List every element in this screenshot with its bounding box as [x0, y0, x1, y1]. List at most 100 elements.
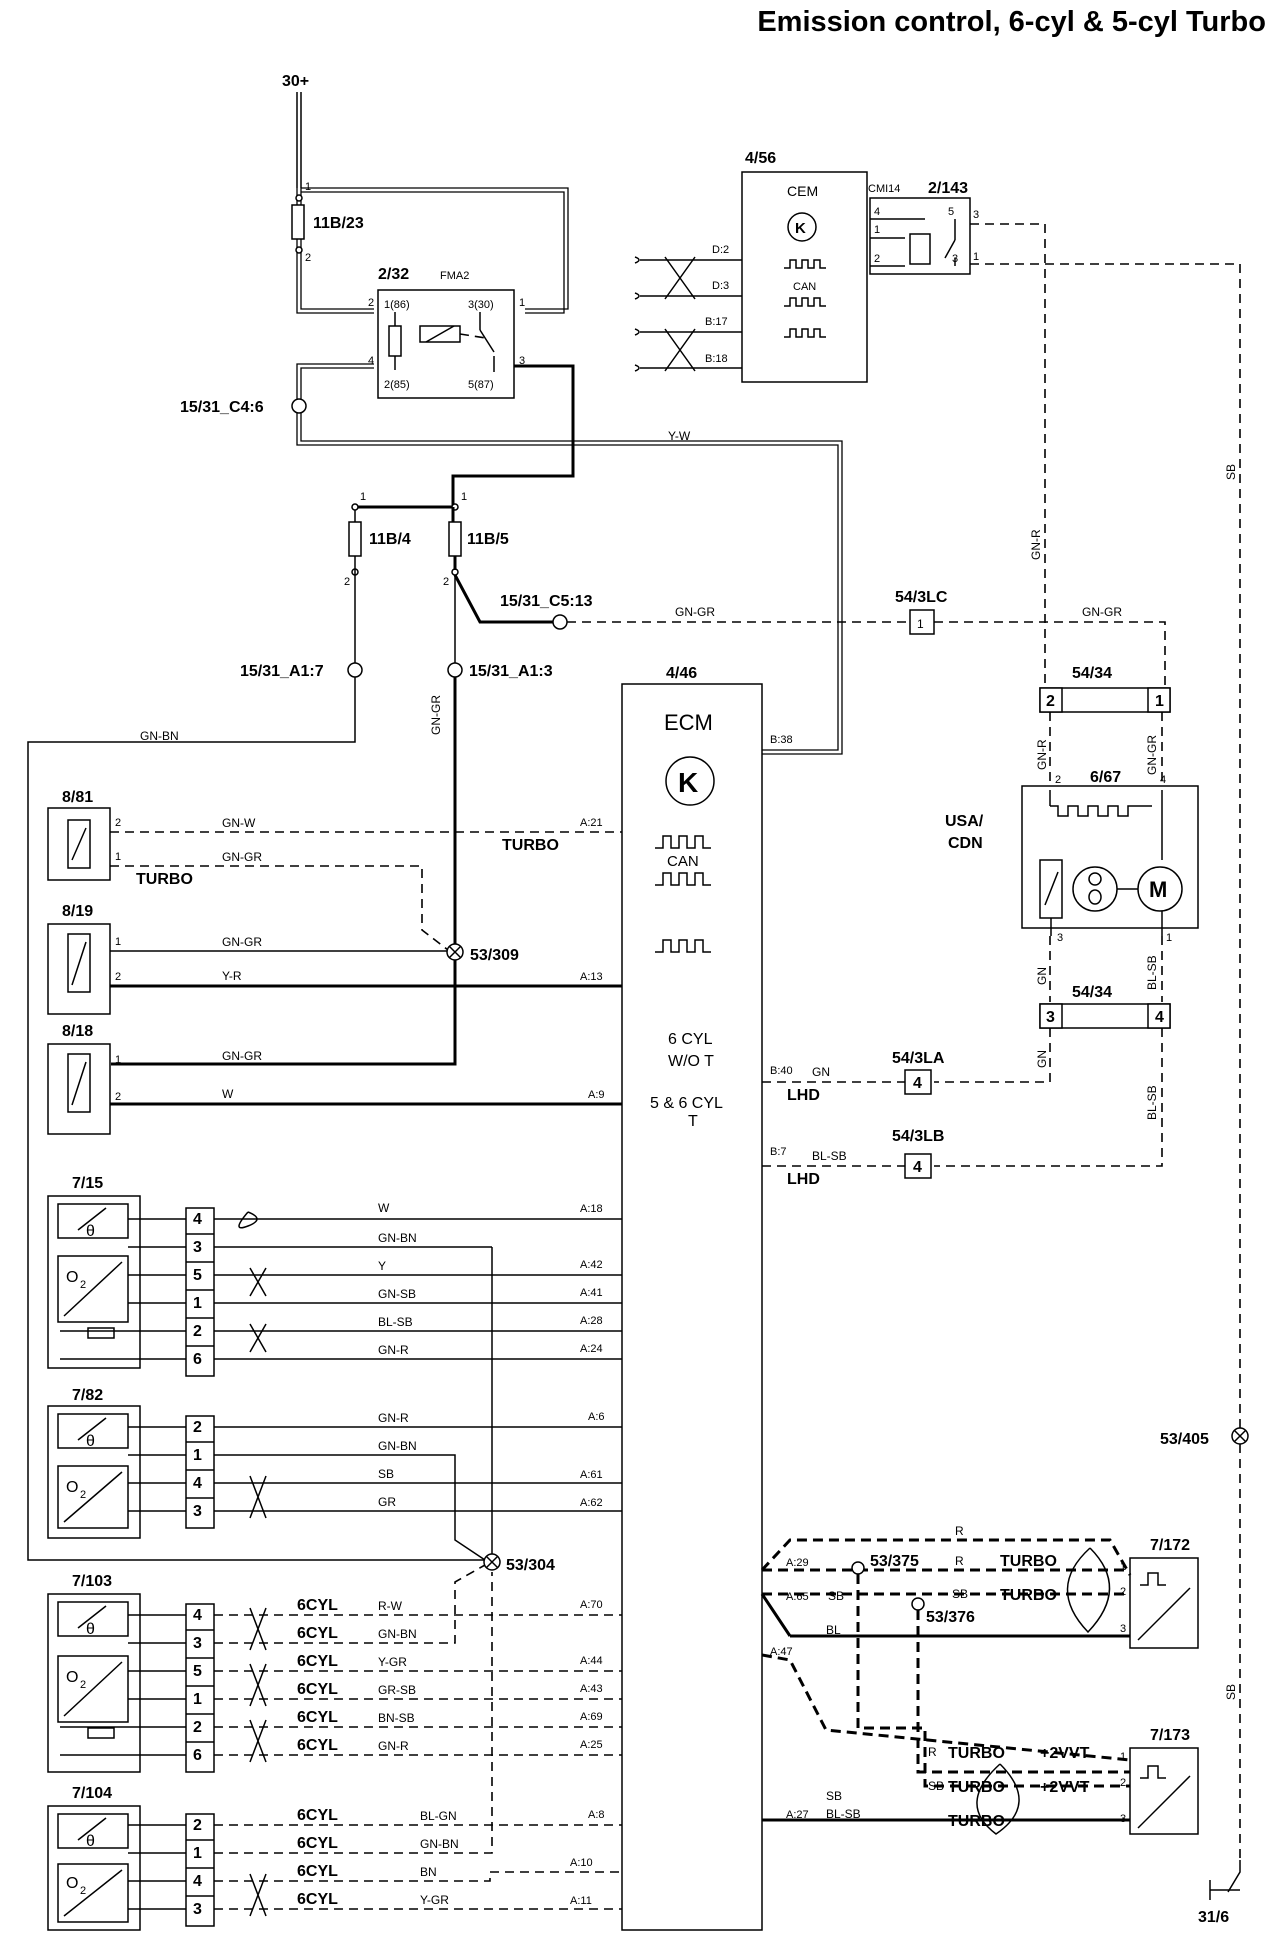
svg-text:7/173: 7/173 — [1150, 1727, 1190, 1744]
svg-text:R: R — [955, 1524, 964, 1538]
svg-text:TURBO: TURBO — [136, 871, 193, 888]
svg-text:GN-BN: GN-BN — [140, 729, 179, 743]
svg-text:4: 4 — [1160, 774, 1166, 786]
svg-text:A:11: A:11 — [570, 1895, 592, 1907]
svg-text:TURBO: TURBO — [1000, 1553, 1057, 1570]
conn-54-34-upper: 54/34 2 1 GN-R GN-GR — [1035, 665, 1171, 790]
svg-text:15/31_A1:3: 15/31_A1:3 — [469, 663, 553, 680]
svg-text:GR: GR — [378, 1495, 396, 1509]
svg-text:4: 4 — [913, 1075, 922, 1092]
splice-53-304: 53/304 — [483, 1553, 555, 1574]
svg-text:W: W — [378, 1201, 390, 1215]
svg-text:SB: SB — [826, 1789, 842, 1803]
svg-text:ECM: ECM — [664, 710, 713, 735]
svg-text:A:44: A:44 — [580, 1655, 603, 1667]
svg-text:CEM: CEM — [787, 183, 818, 199]
svg-text:2: 2 — [80, 1489, 86, 1501]
svg-text:A:27: A:27 — [786, 1809, 809, 1821]
svg-text:15/31_C5:13: 15/31_C5:13 — [500, 593, 593, 610]
svg-text:A:18: A:18 — [580, 1203, 603, 1215]
svg-text:6CYL: 6CYL — [297, 1891, 338, 1908]
svg-text:1: 1 — [193, 1845, 202, 1862]
svg-text:4: 4 — [1155, 1009, 1164, 1026]
svg-text:1: 1 — [874, 224, 880, 236]
svg-text:7/82: 7/82 — [72, 1387, 103, 1404]
svg-text:Y: Y — [378, 1259, 386, 1273]
svg-text:7/103: 7/103 — [72, 1573, 112, 1590]
svg-text:θ: θ — [86, 1223, 95, 1240]
svg-text:6CYL: 6CYL — [297, 1863, 338, 1880]
svg-text:53/405: 53/405 — [1160, 1431, 1209, 1448]
svg-text:BL-SB: BL-SB — [812, 1149, 847, 1163]
svg-text:B:40: B:40 — [770, 1065, 793, 1077]
svg-text:BL-SB: BL-SB — [1145, 1085, 1159, 1120]
relay-2-32: 2/32 FMA2 1(86) 3(30) 2(85) 5(87) 2 1 4 … — [368, 266, 525, 399]
svg-text:3: 3 — [193, 1901, 202, 1918]
svg-text:3: 3 — [519, 355, 525, 367]
diagram-title: Emission control, 6-cyl & 5-cyl Turbo — [757, 6, 1266, 38]
relay-2-143: CMI14 2/143 4 1 2 5 3 3 1 GN-R SB — [868, 180, 1241, 1428]
svg-text:5: 5 — [193, 1663, 202, 1680]
svg-text:2: 2 — [80, 1279, 86, 1291]
svg-text:1: 1 — [1120, 1751, 1126, 1763]
svg-text:K: K — [795, 220, 806, 237]
svg-text:M: M — [1149, 877, 1167, 902]
svg-text:W/O T: W/O T — [668, 1053, 714, 1070]
fuse-11b23-label: 11B/23 — [313, 215, 364, 232]
svg-text:2: 2 — [80, 1679, 86, 1691]
svg-text:54/3LC: 54/3LC — [895, 589, 948, 606]
svg-text:3: 3 — [193, 1503, 202, 1520]
svg-text:2: 2 — [115, 1091, 121, 1103]
svg-text:SB: SB — [928, 1779, 944, 1793]
svg-text:O: O — [66, 1269, 78, 1286]
svg-text:A:61: A:61 — [580, 1469, 603, 1481]
sensor-7-104: 7/104 θ O 2 2 1 4 3 6CYL 6CYL 6CYL 6CYL … — [47, 1572, 622, 1931]
svg-text:11B/5: 11B/5 — [467, 531, 509, 548]
svg-text:3: 3 — [1046, 1009, 1055, 1026]
svg-text:4: 4 — [193, 1211, 202, 1228]
b30-label: 30+ — [282, 73, 309, 90]
svg-text:4: 4 — [913, 1159, 922, 1176]
svg-text:GN-R: GN-R — [1029, 529, 1043, 560]
svg-text:BL: BL — [826, 1623, 841, 1637]
svg-text:W: W — [222, 1087, 234, 1101]
svg-text:GN-GR: GN-GR — [429, 695, 443, 735]
svg-text:BL-SB: BL-SB — [1145, 955, 1159, 990]
sensor-8-81: 8/81 2 1 GN-W A:21 TURBO GN-GR TURBO — [47, 789, 622, 951]
fuse-11b5: 1 2 11B/5 — [443, 491, 509, 588]
svg-text:1: 1 — [115, 1054, 121, 1066]
relay-tag: FMA2 — [440, 270, 469, 282]
svg-text:GN-BN: GN-BN — [378, 1231, 417, 1245]
svg-text:CAN: CAN — [667, 853, 699, 870]
svg-text:5 & 6 CYL: 5 & 6 CYL — [650, 1095, 723, 1112]
svg-text:2: 2 — [193, 1719, 202, 1736]
svg-text:SB: SB — [1224, 1684, 1238, 1700]
svg-text:GN-SB: GN-SB — [378, 1287, 416, 1301]
svg-text:3: 3 — [973, 209, 979, 221]
svg-text:6CYL: 6CYL — [297, 1681, 338, 1698]
svg-text:6CYL: 6CYL — [297, 1835, 338, 1852]
svg-text:54/34: 54/34 — [1072, 665, 1112, 682]
svg-text:GN-R: GN-R — [1035, 739, 1049, 770]
svg-text:A:10: A:10 — [570, 1857, 593, 1869]
svg-text:O: O — [66, 1669, 78, 1686]
svg-text:GN-GR: GN-GR — [222, 850, 262, 864]
svg-text:O: O — [66, 1479, 78, 1496]
svg-text:A:65: A:65 — [786, 1591, 809, 1603]
svg-text:θ: θ — [86, 1621, 95, 1638]
power-feed: 30+ — [282, 73, 569, 314]
svg-text:SB: SB — [952, 1587, 968, 1601]
svg-text:2: 2 — [1120, 1777, 1126, 1789]
svg-text:1: 1 — [193, 1691, 202, 1708]
svg-text:1: 1 — [1120, 1561, 1126, 1573]
svg-text:1: 1 — [461, 491, 467, 503]
svg-text:53/376: 53/376 — [926, 1609, 975, 1626]
sensor-7-173: 7/173 1 2 3 A:47 R TURBO +2VVT SB TURBO … — [761, 1574, 1199, 1835]
sensor-7-103: 7/103 θ O 2 4 3 5 1 2 6 6CYL 6CYL 6CYL 6… — [47, 1564, 622, 1773]
svg-text:2: 2 — [80, 1885, 86, 1897]
svg-text:2: 2 — [1055, 774, 1061, 786]
conn-54-3lb: 54/3LB 4 B:7 BL-SB LHD — [762, 1128, 944, 1188]
sensor-7-172: 7/172 1 2 3 R A:29 R TURBO 53/375 A:65 S… — [760, 1524, 1199, 1649]
svg-text:8/81: 8/81 — [62, 789, 93, 806]
svg-text:2: 2 — [1046, 693, 1055, 710]
